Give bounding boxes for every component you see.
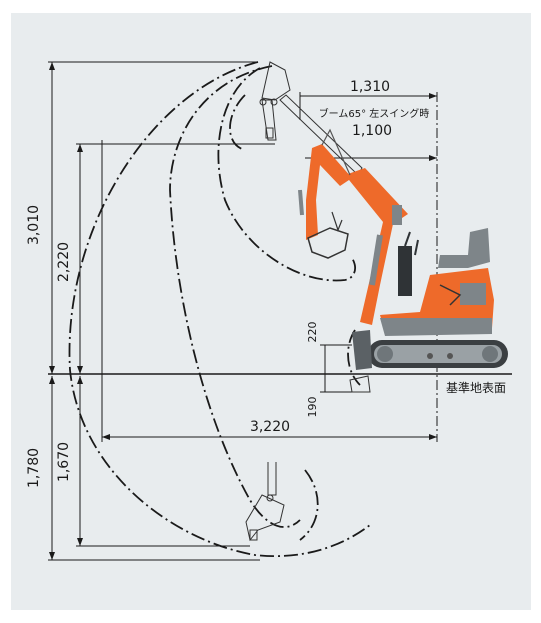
dim-max-dig-height: 3,010 [26, 205, 42, 245]
inner-curve-2 [217, 67, 356, 282]
bucket [307, 227, 349, 259]
dim-max-dump-height: 2,220 [56, 242, 72, 282]
dim-min-swing-radius-left: 1,100 [352, 123, 392, 139]
dozer-blade [352, 330, 372, 370]
dim-max-dig-depth: 1,780 [26, 448, 42, 488]
dim-blade-drop: 190 [306, 397, 319, 418]
working-range-curves [68, 61, 371, 558]
dim-max-vertical-dig-depth: 1,670 [56, 442, 72, 482]
arm-outlines [245, 61, 363, 542]
dim-min-swing-radius: 1,310 [350, 79, 390, 95]
excavator [298, 128, 508, 393]
vertical-dimensions [48, 61, 360, 561]
inner-curve-3 [229, 94, 246, 151]
dimension-labels: 3,010 2,220 1,780 1,670 220 190 3,220 1,… [26, 79, 506, 488]
dim-max-reach: 3,220 [250, 419, 290, 435]
dim-blade-lift: 220 [306, 322, 319, 343]
inner-curve-4 [299, 469, 319, 541]
operator-seat [438, 228, 490, 268]
swing-note: ブーム65° 左スイング時 [319, 107, 430, 120]
arm [306, 144, 352, 240]
inner-curve-1 [169, 65, 301, 528]
ground-reference-label: 基準地表面 [446, 380, 506, 395]
